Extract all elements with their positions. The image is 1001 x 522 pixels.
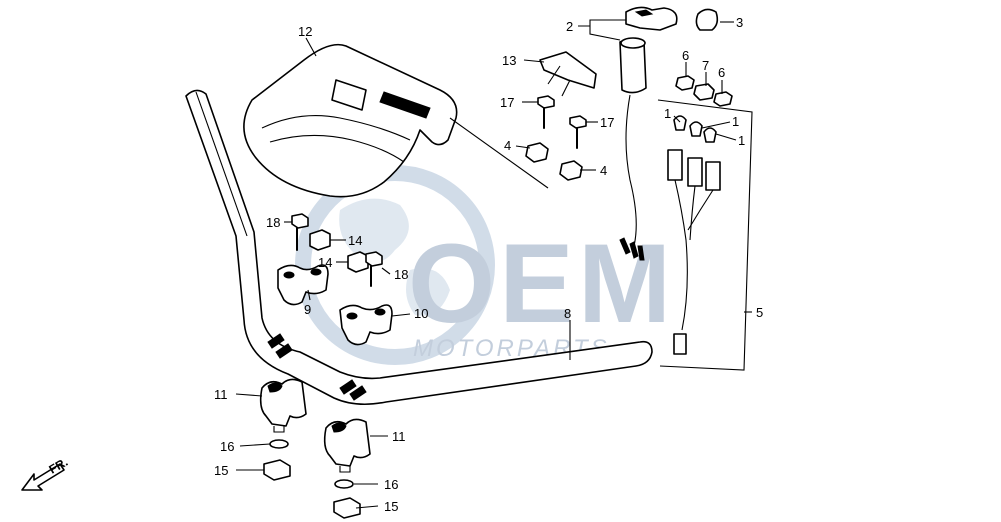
handlebar-cover xyxy=(243,43,549,198)
ignition-cap xyxy=(695,8,719,31)
callout-9: 9 xyxy=(304,302,311,317)
callout-16a: 16 xyxy=(220,439,234,454)
bolt-18a xyxy=(291,213,309,251)
callout-4b: 4 xyxy=(600,163,607,178)
callout-3: 3 xyxy=(736,15,743,30)
handlebar xyxy=(185,89,653,406)
watermark-globe-land xyxy=(339,198,450,316)
handlebar-holder-upper-left xyxy=(277,264,329,306)
callout-11b: 11 xyxy=(392,429,406,444)
handlebar-grip-band-left xyxy=(267,333,293,359)
callout-numbers: 1 1 1 2 3 4 4 5 6 6 7 8 9 10 11 11 12 13… xyxy=(214,15,763,514)
watermark-globe xyxy=(295,165,495,365)
lower-holder-right xyxy=(323,418,371,519)
front-direction-marker: FR. xyxy=(21,455,70,491)
callout-17a: 17 xyxy=(500,95,514,110)
callout-4a: 4 xyxy=(504,138,511,153)
callout-6a: 6 xyxy=(682,48,689,63)
grommet-6a xyxy=(675,75,695,91)
callout-18a: 18 xyxy=(266,215,280,230)
callout-7: 7 xyxy=(702,58,709,73)
handlebar-holder-upper-right xyxy=(339,304,393,346)
callout-18b: 18 xyxy=(394,267,408,282)
handlebar-grip-band-right xyxy=(339,379,367,401)
callout-6b: 6 xyxy=(718,65,725,80)
grommet-6b xyxy=(713,91,733,107)
callout-14a: 14 xyxy=(348,233,362,248)
screw-17b xyxy=(569,115,587,149)
callout-11a: 11 xyxy=(214,387,228,402)
callout-13: 13 xyxy=(502,53,516,68)
callout-1a: 1 xyxy=(664,106,671,121)
grommet-4a xyxy=(525,142,549,163)
bulb-socket-7 xyxy=(693,83,715,101)
ignition-switch xyxy=(619,6,678,261)
screw-17a xyxy=(537,95,555,129)
indicator-assembly xyxy=(667,115,721,355)
nut-left xyxy=(263,459,291,481)
callout-14b: 14 xyxy=(318,255,332,270)
collar-nut-14a xyxy=(309,229,331,251)
watermark-logo: OEM xyxy=(408,221,675,346)
callout-16b: 16 xyxy=(384,477,398,492)
lock-cover xyxy=(539,51,597,89)
watermark: OEM MOTORPARTS xyxy=(295,165,675,365)
callout-5: 5 xyxy=(756,305,763,320)
callout-2: 2 xyxy=(566,19,573,34)
callout-17b: 17 xyxy=(600,115,614,130)
washer-left xyxy=(269,439,289,449)
nut-right xyxy=(333,497,361,519)
bolt-18b xyxy=(365,251,383,287)
indicator-bracket xyxy=(657,99,753,371)
callout-8: 8 xyxy=(564,306,571,321)
callout-10: 10 xyxy=(414,306,428,321)
callout-15b: 15 xyxy=(384,499,398,514)
leader-lines xyxy=(235,19,752,509)
callout-1b: 1 xyxy=(732,114,739,129)
callout-15a: 15 xyxy=(214,463,228,478)
front-arrow-icon xyxy=(21,463,65,491)
grommet-4b xyxy=(559,160,583,181)
collar-nut-14b xyxy=(347,251,369,273)
callout-1c: 1 xyxy=(738,133,745,148)
callout-12: 12 xyxy=(298,24,312,39)
washer-right xyxy=(334,479,354,489)
lower-holder-left xyxy=(259,378,307,481)
